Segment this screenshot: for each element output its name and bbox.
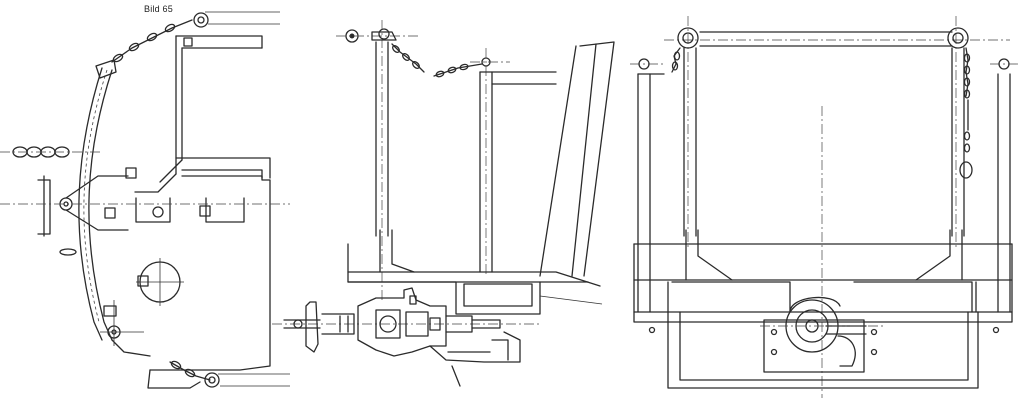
right-view xyxy=(630,16,1018,398)
base-platform xyxy=(347,243,603,315)
side-chain xyxy=(0,146,100,256)
figure-caption: Bild 65 xyxy=(144,4,173,14)
lower-body xyxy=(0,167,290,389)
upper-box xyxy=(134,35,271,193)
middle-view xyxy=(272,20,615,387)
top-rod xyxy=(336,20,510,300)
slanted-plate xyxy=(539,41,615,277)
coupling-mechanism xyxy=(272,287,540,387)
side-posts xyxy=(630,47,1018,313)
top-chain xyxy=(111,11,280,63)
vertical-posts xyxy=(375,41,557,273)
bottom-chain xyxy=(169,360,290,388)
top-crossbar xyxy=(664,16,1010,398)
curved-arm xyxy=(59,59,129,341)
coupling-plate xyxy=(648,296,1000,373)
main-frame xyxy=(633,243,1013,389)
left-view xyxy=(0,11,290,389)
